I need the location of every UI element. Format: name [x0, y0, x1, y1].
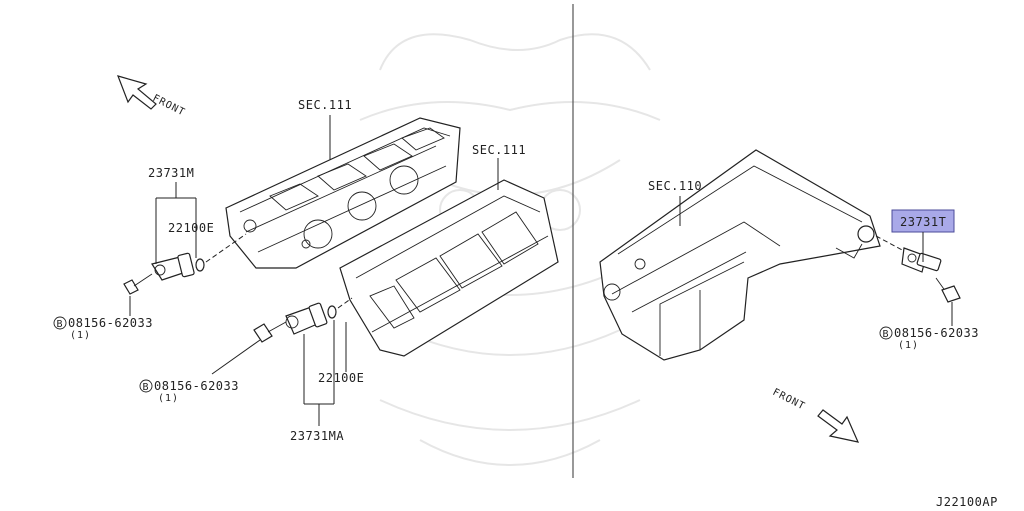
label-sec110: SEC.110 — [648, 179, 702, 193]
cam-position-sensor-lower — [285, 302, 337, 335]
bolt-right-icon — [935, 277, 961, 303]
bolt-lower-icon — [253, 321, 287, 343]
cylinder-head-upper — [225, 117, 461, 269]
cam-position-sensor-upper — [151, 252, 205, 281]
label-23731T[interactable]: 23731T — [900, 215, 946, 229]
install-line-upper — [205, 233, 247, 263]
label-bolt-lower: 08156-62033 — [154, 379, 239, 393]
bolt-marker-upper: B — [53, 316, 67, 330]
label-22100E-lower: 22100E — [318, 371, 364, 385]
front-arrow-right-icon — [817, 409, 860, 443]
install-line-lower — [337, 297, 353, 309]
label-bolt-upper: 08156-62033 — [68, 316, 153, 330]
label-bolt-lower-qty: (1) — [158, 393, 179, 404]
label-23731M: 23731M — [148, 166, 194, 180]
front-arrow-left-icon — [117, 75, 157, 110]
svg-text:B: B — [883, 329, 890, 340]
front-label-left: FRONT — [151, 93, 187, 119]
leader-bolt-lower — [211, 339, 261, 375]
svg-text:B: B — [57, 319, 64, 330]
label-22100E-upper: 22100E — [168, 221, 214, 235]
cylinder-head-lower — [339, 179, 559, 357]
diagram-code: J22100AP — [936, 495, 998, 509]
bolt-marker-lower: B — [139, 379, 153, 393]
label-sec111-upper: SEC.111 — [298, 98, 352, 112]
bolt-marker-right: B — [879, 326, 893, 340]
label-bolt-upper-qty: (1) — [70, 330, 91, 341]
install-line-right — [875, 235, 907, 253]
svg-text:B: B — [143, 382, 150, 393]
bolt-upper-icon — [123, 273, 153, 295]
label-sec111-right: SEC.111 — [472, 143, 526, 157]
crank-position-sensor — [901, 247, 942, 273]
label-23731MA: 23731MA — [290, 429, 344, 443]
label-bolt-right-qty: (1) — [898, 340, 919, 351]
front-label-right: FRONT — [771, 387, 807, 413]
engine-block-sec110 — [599, 149, 881, 361]
label-bolt-right: 08156-62033 — [894, 326, 979, 340]
